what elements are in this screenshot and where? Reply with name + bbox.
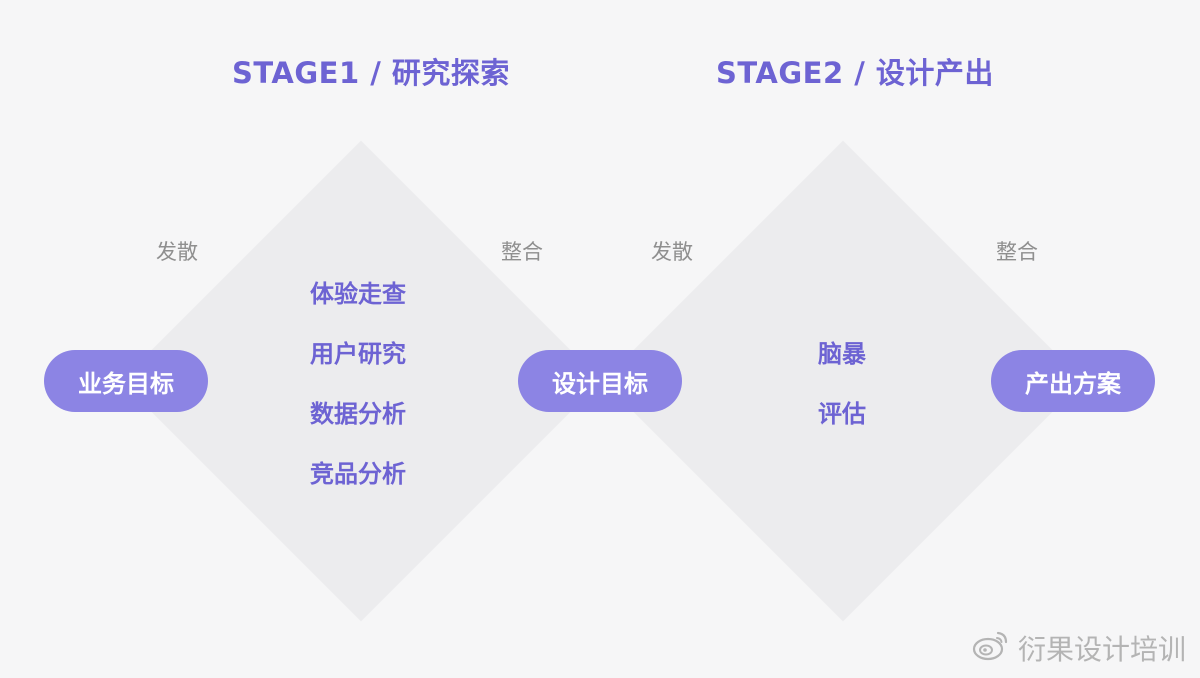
node-output-plan: 产出方案 [991,350,1155,412]
stage1-diverge-label: 发散 [156,240,198,264]
stage1-method: 数据分析 [310,400,406,428]
watermark: 衍果设计培训 [972,628,1186,668]
stage1-title: STAGE1 / 研究探索 [232,56,510,90]
stage1-method: 体验走查 [310,280,406,308]
node-design-goal: 设计目标 [518,350,682,412]
stage2-title: STAGE2 / 设计产出 [716,56,994,90]
stage1-converge-label: 整合 [501,240,543,264]
node-business-goal: 业务目标 [44,350,208,412]
stage1-method: 竞品分析 [310,460,406,488]
stage2-converge-label: 整合 [996,240,1038,264]
stage2-method: 评估 [818,400,866,428]
stage1-method: 用户研究 [310,340,406,368]
watermark-text: 衍果设计培训 [1017,633,1186,666]
weibo-icon [972,629,1010,668]
stage2-method: 脑暴 [818,340,866,368]
stage2-diverge-label: 发散 [651,240,693,264]
